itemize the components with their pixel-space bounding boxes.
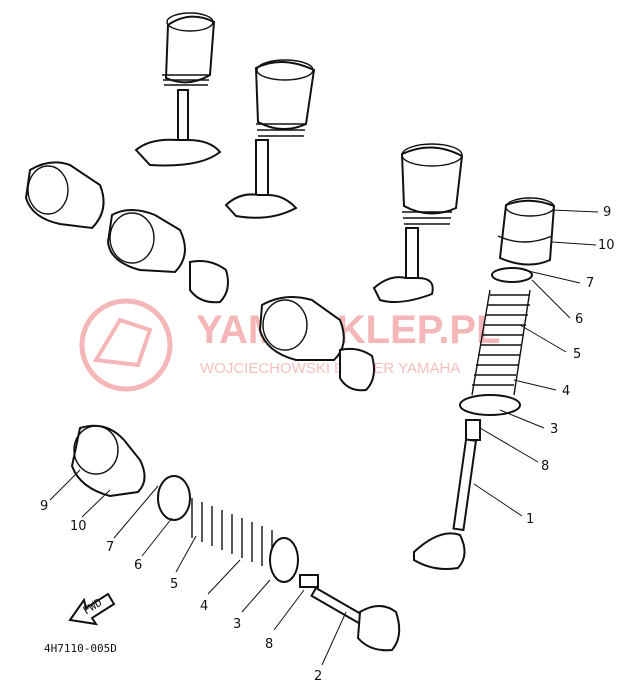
callout-right-1: 1: [526, 512, 534, 527]
valve-stem-right: [452, 438, 478, 532]
callout-right-7: 7: [586, 276, 594, 291]
valve-head-left: [356, 605, 401, 652]
spring-seat-right: [459, 394, 521, 416]
callout-left-4: 4: [200, 599, 208, 614]
valve-assembly-left-pair: [24, 161, 229, 304]
callouts-left: 9 10 7 6 5 4 3 8 2: [40, 469, 347, 684]
callout-left-9: 9: [40, 499, 48, 514]
callout-right-9: 9: [603, 205, 611, 220]
callout-right-8: 8: [541, 459, 549, 474]
diagram-code: 4H7110-005D: [44, 642, 117, 655]
callout-left-6: 6: [134, 558, 142, 573]
valve-lifter-left: [70, 424, 146, 498]
fwd-arrow-icon: FWD: [68, 592, 116, 626]
watermark: YAMASKLEP.PL WOJCIECHOWSKI DEALER YAMAHA: [79, 298, 501, 392]
callout-left-10: 10: [70, 519, 87, 534]
valve-lifter-right: [498, 199, 556, 266]
valve-assembly-top-right: [372, 143, 464, 303]
callout-left-2: 2: [314, 669, 322, 684]
spring-retainer-left: [157, 475, 191, 521]
callout-left-3: 3: [233, 617, 241, 632]
callout-left-5: 5: [170, 577, 178, 592]
callout-left-8: 8: [265, 637, 273, 652]
callout-right-4: 4: [562, 384, 570, 399]
valve-head-right: [413, 532, 466, 570]
callout-left-7: 7: [106, 540, 114, 555]
watermark-title: YAMASKLEP.PL: [196, 308, 501, 352]
valve-assembly-top-left: [134, 12, 222, 167]
valve-spring-left: [191, 498, 273, 570]
stem-seal-left: [299, 574, 319, 588]
valve-spring-outer-right: [471, 289, 531, 396]
valve-assembly-top-middle: [224, 59, 316, 219]
callout-right-3: 3: [550, 422, 558, 437]
watermark-logo: [79, 298, 173, 392]
callout-right-5: 5: [573, 347, 581, 362]
valve-assembly-center: [258, 295, 375, 392]
spring-seat-left: [269, 537, 299, 583]
exploded-valve-left: [70, 424, 401, 652]
callouts-right: 9 10 7 6 5 4 3 8 1: [473, 205, 615, 527]
stem-seal-right: [465, 419, 481, 441]
exploded-valve-right: [413, 197, 556, 570]
callout-right-10: 10: [598, 238, 615, 253]
callout-right-6: 6: [575, 312, 583, 327]
spring-retainer-right: [491, 267, 533, 283]
watermark-subtitle: WOJCIECHOWSKI DEALER YAMAHA: [200, 360, 460, 377]
